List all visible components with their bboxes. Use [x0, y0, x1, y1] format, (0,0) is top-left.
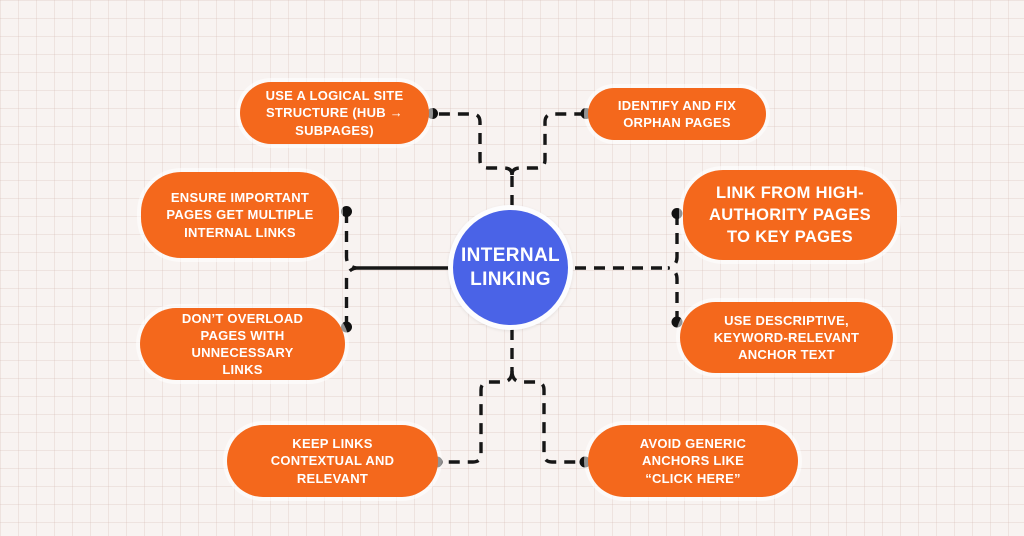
node-important-pages-multiple-links: ENSURE IMPORTANT PAGES GET MULTIPLE INTE… [141, 172, 339, 258]
node-identify-fix-orphan-pages: IDENTIFY AND FIX ORPHAN PAGES [588, 88, 766, 140]
node-use-logical-site-structure: USE A LOGICAL SITE STRUCTURE (HUB → SUBP… [240, 82, 429, 144]
node-label: DON’T OVERLOAD PAGES WITH UNNECESSARY LI… [181, 310, 304, 378]
connector-left-upper-branch [344, 212, 357, 270]
connector-bottom-right-branch [510, 370, 585, 464]
connector-top-left-branch [433, 112, 514, 176]
connector-endpoint-dot [341, 206, 352, 217]
node-avoid-generic-anchors: AVOID GENERIC ANCHORS LIKE “CLICK HERE” [588, 425, 798, 497]
node-label: USE DESCRIPTIVE, KEYWORD-RELEVANT ANCHOR… [713, 312, 860, 363]
connector-right-lower-branch [667, 266, 679, 322]
node-label: KEEP LINKS CONTEXTUAL AND RELEVANT [270, 436, 395, 486]
node-keep-links-contextual: KEEP LINKS CONTEXTUAL AND RELEVANT [227, 425, 438, 497]
center-node-label: INTERNAL LINKING [460, 244, 561, 290]
connector-bottom-left-branch [437, 370, 514, 464]
node-label: USE A LOGICAL SITE STRUCTURE (HUB → SUBP… [265, 88, 404, 138]
node-descriptive-anchor-text: USE DESCRIPTIVE, KEYWORD-RELEVANT ANCHOR… [680, 302, 893, 373]
connector-endpoint-dot [671, 208, 683, 219]
connector-top-right-branch [510, 112, 586, 176]
node-link-from-high-authority-pages: LINK FROM HIGH-AUTHORITY PAGES TO KEY PA… [683, 170, 897, 260]
node-label: ENSURE IMPORTANT PAGES GET MULTIPLE INTE… [166, 190, 314, 240]
node-label: AVOID GENERIC ANCHORS LIKE “CLICK HERE” [639, 436, 747, 486]
connector-right-upper-branch [667, 214, 679, 270]
node-label: IDENTIFY AND FIX ORPHAN PAGES [617, 97, 737, 130]
node-dont-overload-pages: DON’T OVERLOAD PAGES WITH UNNECESSARY LI… [140, 308, 345, 380]
node-label: LINK FROM HIGH-AUTHORITY PAGES TO KEY PA… [708, 183, 872, 247]
center-node-internal-linking: INTERNAL LINKING [448, 205, 573, 330]
connector-left-lower-branch [344, 266, 357, 327]
